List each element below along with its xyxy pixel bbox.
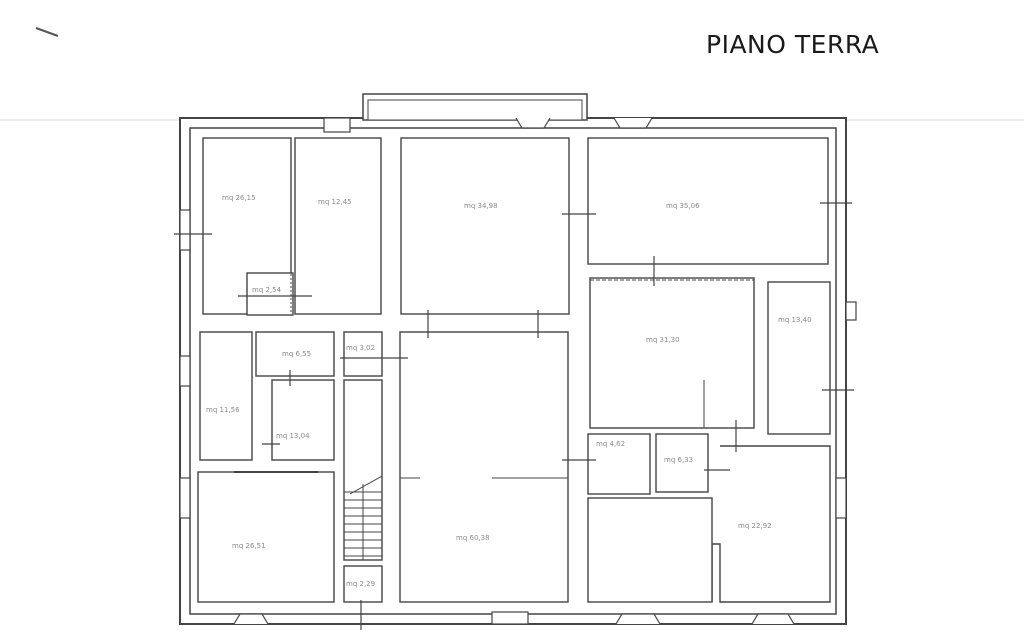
room-8-label: mq 11,56 (206, 406, 240, 414)
room-17-label: mq 2,29 (346, 580, 375, 588)
room-12 (399, 331, 569, 603)
room-2 (294, 137, 382, 315)
room-1-label: mq 26,15 (222, 194, 256, 202)
room-13-label: mq 13,40 (778, 316, 812, 324)
room-6-label: mq 6,55 (282, 350, 311, 358)
room-8 (199, 331, 253, 461)
room-11 (589, 277, 755, 429)
room-18 (587, 497, 713, 603)
room-9 (271, 379, 335, 461)
room-9-label: mq 13,04 (276, 432, 310, 440)
room-4-label: mq 35,06 (666, 202, 700, 210)
room-12-label: mq 60,38 (456, 534, 490, 542)
room-17 (343, 565, 383, 603)
windows (179, 117, 847, 625)
pen-mark (35, 27, 59, 37)
room-7-label: mq 3,02 (346, 344, 375, 352)
room-16-label: mq 22,92 (738, 522, 772, 530)
room-3 (400, 137, 570, 315)
staircase (344, 475, 383, 560)
room-4 (587, 137, 829, 265)
room-10-label: mq 26,51 (232, 542, 266, 550)
room-10 (197, 471, 335, 603)
room-11-label: mq 31,30 (646, 336, 680, 344)
room-3-label: mq 34,98 (464, 202, 498, 210)
door-markers (174, 202, 854, 630)
room-14-label: mq 4,62 (596, 440, 625, 448)
room-6 (255, 331, 335, 377)
room-5 (246, 272, 294, 316)
room-5-label: mq 2,54 (252, 286, 282, 294)
room-2-label: mq 12,45 (318, 198, 352, 206)
room-7 (343, 331, 383, 377)
room-14 (587, 433, 651, 495)
room-15 (655, 433, 709, 493)
room-15-label: mq 6,33 (664, 456, 693, 464)
room-13 (767, 281, 831, 435)
plan-title: PIANO TERRA (706, 30, 880, 59)
